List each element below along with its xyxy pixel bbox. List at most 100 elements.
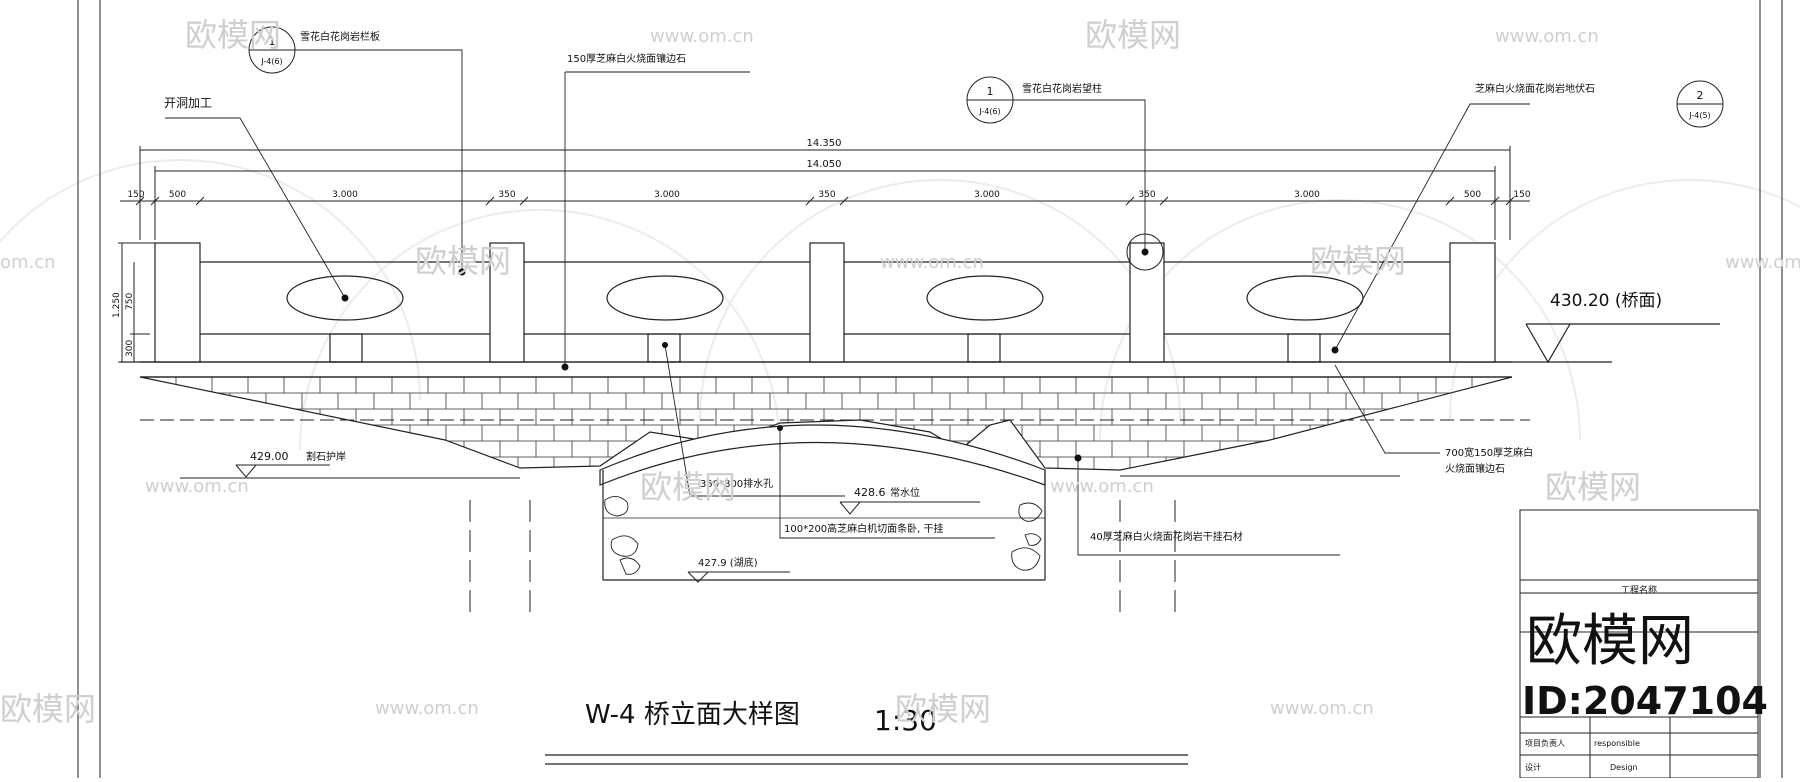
bed-elevation-label: 427.9 (湖底) — [698, 556, 758, 569]
bridge-deck — [120, 361, 1612, 378]
dimension-tick — [135, 196, 145, 206]
segment-dimension-label: 3.000 — [974, 190, 1000, 200]
callout-4-number: 1 — [987, 85, 994, 98]
watermark-url: www.om.cn — [1495, 26, 1599, 47]
callout-2-text: 150厚芝麻白火烧面镶边石 — [567, 52, 686, 65]
dimension-tick — [485, 196, 495, 206]
title-block-row2-en: Design — [1610, 763, 1638, 772]
callout-7-text: 350*300排水孔 — [700, 477, 773, 490]
segment-dimension-ticks — [135, 196, 1515, 206]
title-block-row2-cn: 设计 — [1525, 762, 1541, 772]
dimension-tick — [519, 196, 529, 206]
bed-elevation-marker — [687, 571, 790, 583]
dimension-tick — [1159, 196, 1169, 206]
title-block-row1-cn: 项目负责人 — [1525, 738, 1565, 748]
watermark-logo: 欧模网 — [1310, 242, 1406, 280]
watermark-url: www.om.cn — [145, 476, 249, 497]
watermark-logo: 欧模网 — [640, 468, 736, 506]
callout-5-ref: J-4(5) — [1688, 111, 1710, 120]
arch-rocks — [604, 496, 1043, 575]
callout-1-text: 雪花白花岗岩栏板 — [300, 30, 380, 43]
callout-5-text: 芝麻白火烧面花岗岩地伏石 — [1475, 82, 1595, 95]
callout-1-ref: J-4(6) — [260, 57, 282, 66]
segment-dimension-label: 150 — [127, 190, 144, 200]
title-block-row1-en: responsible — [1594, 739, 1640, 748]
callout-bubble-4: 1 J-4(6) — [966, 76, 1014, 124]
bank-elevation-marker — [235, 464, 330, 478]
segment-dimension-texts: 150 500 3.000 350 3.000 350 3.000 350 3.000 500 15… — [127, 190, 1530, 200]
callout-9-text: 40厚芝麻白火烧面花岗岩干挂石材 — [1090, 530, 1243, 543]
callout-leaders — [165, 49, 1530, 556]
callout-6-text2: 火烧面镶边石 — [1445, 462, 1505, 475]
water-level-label: 428.6 — [854, 486, 886, 499]
segment-dimension-label: 3.000 — [654, 190, 680, 200]
watermark-logo: 欧模网 — [0, 690, 96, 728]
watermarks: 欧模网 欧模网 欧模网 欧模网 欧模网 欧模网 欧模网 欧模网 www.om.c… — [0, 16, 1800, 728]
watermark-logo: 欧模网 — [415, 242, 511, 280]
deck-elevation-marker — [1525, 323, 1720, 364]
dimension-tick — [150, 196, 160, 206]
dim-vertical-panel: 750 — [125, 293, 135, 310]
segment-dimension-label: 350 — [498, 190, 515, 200]
callout-bubble-5: 2 J-4(5) — [1676, 80, 1724, 128]
callout-8-text: 100*200高芝麻白机切面条卧, 干挂 — [784, 522, 944, 535]
dimension-tick — [1445, 196, 1455, 206]
dimension-tick — [839, 196, 849, 206]
dim-overall-top: 14.350 — [807, 138, 842, 149]
drawing-scale: 1:30 — [874, 704, 937, 737]
segment-dimension-label: 350 — [818, 190, 835, 200]
water-level-marker — [839, 501, 980, 515]
callout-bubble-1: 1 J-4(6) — [248, 26, 296, 74]
water-level-note: 常水位 — [890, 486, 920, 499]
title-block-project-name: 工程名称 — [1621, 584, 1657, 596]
balustrade — [140, 242, 1512, 363]
title-block-id: ID:2047104 — [1522, 679, 1768, 723]
bank-note-label: 割石护岸 — [306, 450, 346, 463]
dimension-tick — [1490, 196, 1500, 206]
segment-dimension-label: 500 — [169, 190, 186, 200]
watermark-url: www.om.cn — [650, 26, 754, 47]
watermark-url: www.om.cn — [375, 698, 479, 719]
callout-3-text: 开洞加工 — [164, 96, 212, 110]
callout-1-number: 1 — [269, 35, 276, 48]
title-underline — [545, 754, 1188, 765]
drawing-title: W-4 桥立面大样图 — [585, 700, 800, 730]
bridge-arch — [599, 424, 1046, 581]
dimension-tick — [805, 196, 815, 206]
segment-dimension-label: 500 — [1464, 190, 1481, 200]
bank-elevation-label: 429.00 — [250, 450, 289, 463]
title-block-brand: 欧模网 — [1526, 609, 1694, 674]
water-and-bank-lines — [140, 419, 1530, 620]
watermark-url-short: om.cn — [0, 252, 56, 273]
watermark-logo: 欧模网 — [185, 16, 281, 54]
callout-6-text: 700宽150厚芝麻白 — [1445, 446, 1533, 459]
segment-dimension-label: 3.000 — [332, 190, 358, 200]
post-detail-circle — [1126, 233, 1164, 271]
watermark-url: www.om.cn — [880, 252, 984, 273]
title-block — [1519, 509, 1759, 779]
dimension-tick — [1505, 196, 1515, 206]
segment-dimension-label: 350 — [1138, 190, 1155, 200]
dim-vertical-base: 300 — [125, 340, 135, 357]
dim-overall-inner: 14.050 — [807, 159, 842, 170]
segment-dimension-label: 150 — [1513, 190, 1530, 200]
deck-elevation-label: 430.20 (桥面) — [1550, 291, 1662, 311]
watermark-url: www.om.cn — [1270, 698, 1374, 719]
segment-dimension-label: 3.000 — [1294, 190, 1320, 200]
overall-dimension-lines — [120, 146, 1530, 240]
watermark-url: www.om.cn — [1725, 252, 1800, 273]
callout-5-number: 2 — [1697, 89, 1704, 102]
callout-4-ref: J-4(6) — [978, 107, 1000, 116]
watermark-logo: 欧模网 — [895, 690, 991, 728]
dimension-tick — [195, 196, 205, 206]
dim-vertical-total: 1.250 — [112, 292, 122, 318]
callout-dots — [341, 248, 1339, 462]
watermark-url: www.om.cn — [1050, 476, 1154, 497]
watermark-logo: 欧模网 — [1545, 468, 1641, 506]
callout-4-text: 雪花白花岗岩望柱 — [1022, 82, 1102, 95]
watermark-arcs — [0, 159, 1800, 451]
dimension-tick — [1125, 196, 1135, 206]
drawing-frame — [77, 0, 1783, 778]
